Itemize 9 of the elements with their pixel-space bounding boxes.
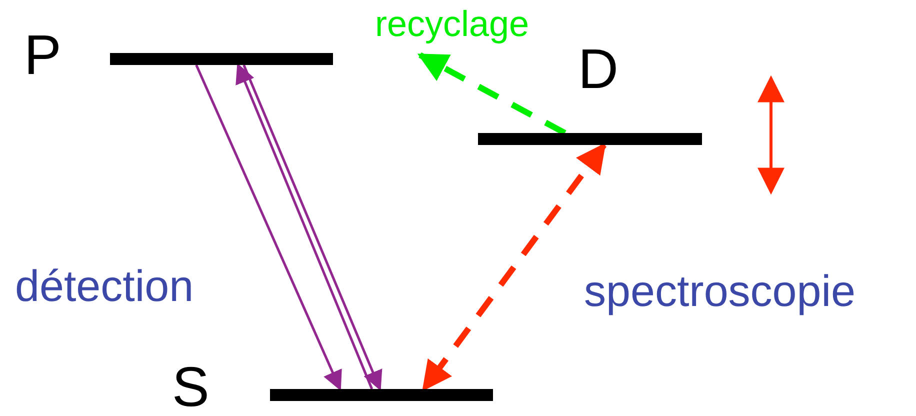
edge-label: recyclage [375, 6, 530, 42]
process-label: détection [15, 265, 194, 309]
arrow [417, 52, 566, 136]
arrow [195, 64, 342, 391]
arrow [421, 142, 607, 392]
process-label: spectroscopie [584, 270, 856, 314]
level-label: S [172, 363, 210, 410]
level-label: P [24, 31, 62, 78]
level-label: D [578, 45, 618, 92]
